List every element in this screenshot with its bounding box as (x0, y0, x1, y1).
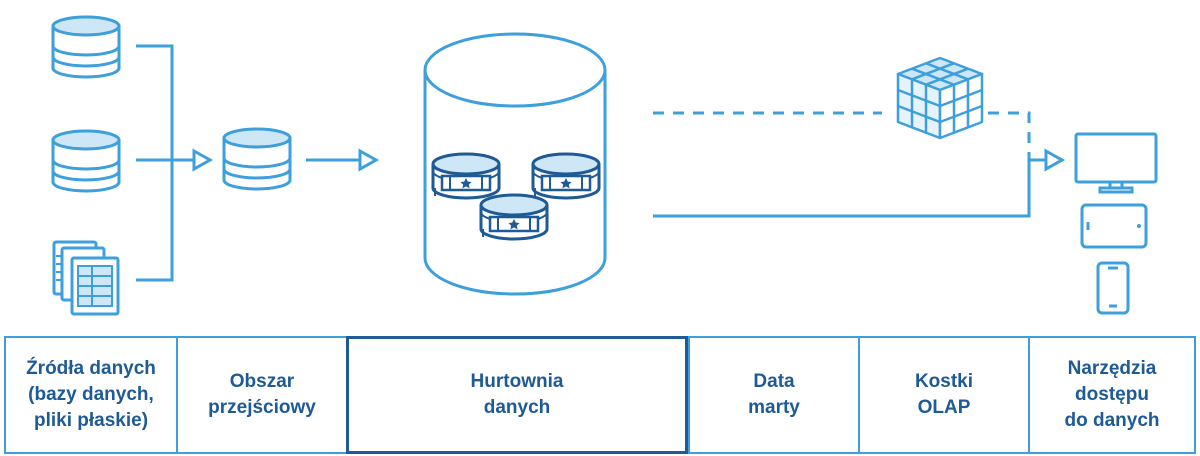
warehouse-to-tools-line (653, 158, 1046, 218)
arrow-to-staging (192, 148, 214, 172)
arrow-to-tools (1044, 148, 1066, 172)
stage-data-marts: Data marty (688, 338, 858, 452)
stage-labels-row: Źródła danych (bazy danych, pliki płaski… (4, 336, 1196, 454)
stage-warehouse: Hurtownia danych (346, 336, 688, 454)
stage-access-tools-label: Narzędzia dostępu do danych (1064, 358, 1160, 431)
data-mart-icon (531, 152, 601, 200)
source-database-icon (51, 129, 121, 193)
tablet-icon (1080, 203, 1148, 249)
stage-staging: Obszar przejściowy (176, 338, 346, 452)
staging-database-icon (222, 127, 292, 191)
source-connectors (136, 44, 194, 282)
stage-sources: Źródła danych (bazy danych, pliki płaski… (6, 338, 176, 452)
smartphone-icon (1096, 261, 1130, 315)
stage-staging-label: Obszar przejściowy (208, 371, 316, 418)
stage-sources-label: Źródła danych (bazy danych, pliki płaski… (26, 358, 156, 431)
olap-cube-icon (896, 56, 984, 140)
warehouse-cylinder-icon (423, 32, 607, 296)
flat-files-icon (52, 240, 120, 316)
stage-olap-label: Kostki OLAP (914, 371, 974, 418)
arrow-to-warehouse (358, 148, 380, 172)
stage-access-tools: Narzędzia dostępu do danych (1028, 338, 1194, 452)
stage-warehouse-label: Hurtownia danych (470, 371, 564, 418)
stage-olap: Kostki OLAP (858, 338, 1028, 452)
monitor-icon (1074, 132, 1158, 194)
olap-dashed-connector (653, 111, 1031, 160)
data-mart-icon (479, 193, 549, 241)
data-mart-icon (431, 152, 501, 200)
stage-data-marts-label: Data marty (748, 371, 800, 418)
source-database-icon (51, 15, 121, 79)
